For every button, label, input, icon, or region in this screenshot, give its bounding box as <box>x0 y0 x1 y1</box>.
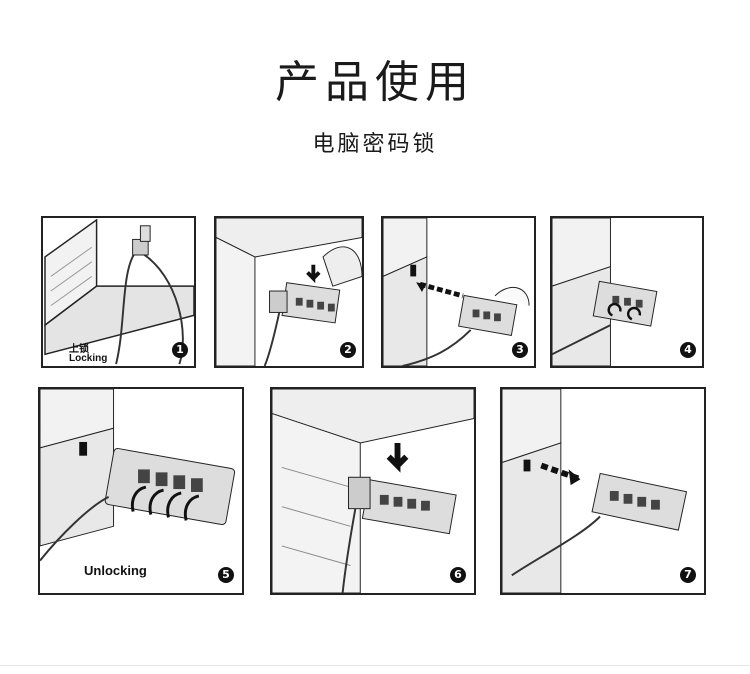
step-number-badge: 1 <box>172 342 188 358</box>
step-panel-5: Unlocking 5 <box>38 387 244 595</box>
scramble-lock-illustration <box>552 218 658 366</box>
step-panel-4: 4 <box>550 216 704 368</box>
locking-label-en: Locking <box>69 353 108 364</box>
step-number-badge: 2 <box>340 342 356 358</box>
step-number-badge: 4 <box>680 342 696 358</box>
step-number-badge: 5 <box>218 567 234 583</box>
remove-lock-illustration <box>502 389 688 593</box>
step-panel-2: 2 <box>214 216 364 368</box>
step-panel-7: 7 <box>500 387 706 595</box>
page-title: 产品使用 <box>275 57 475 108</box>
unlock-dial-illustration <box>40 389 236 562</box>
press-release-illustration <box>272 389 474 593</box>
step-panel-6: 6 <box>270 387 476 595</box>
step-number-badge: 7 <box>680 567 696 583</box>
unlocking-label: Unlocking <box>84 563 147 578</box>
laptop-lock-illustration <box>44 218 194 365</box>
step-number-badge: 3 <box>512 342 528 358</box>
step-panel-1: 上锁 Locking 1 <box>41 216 196 368</box>
insert-lock-illustration <box>216 218 362 366</box>
step-number-badge: 6 <box>450 567 466 583</box>
step-panel-3: 3 <box>381 216 536 368</box>
locking-label-cn: 上锁 <box>69 344 89 355</box>
slide-lock-illustration <box>383 218 530 366</box>
bottom-divider <box>0 665 750 666</box>
page-subtitle: 电脑密码锁 <box>312 132 438 157</box>
